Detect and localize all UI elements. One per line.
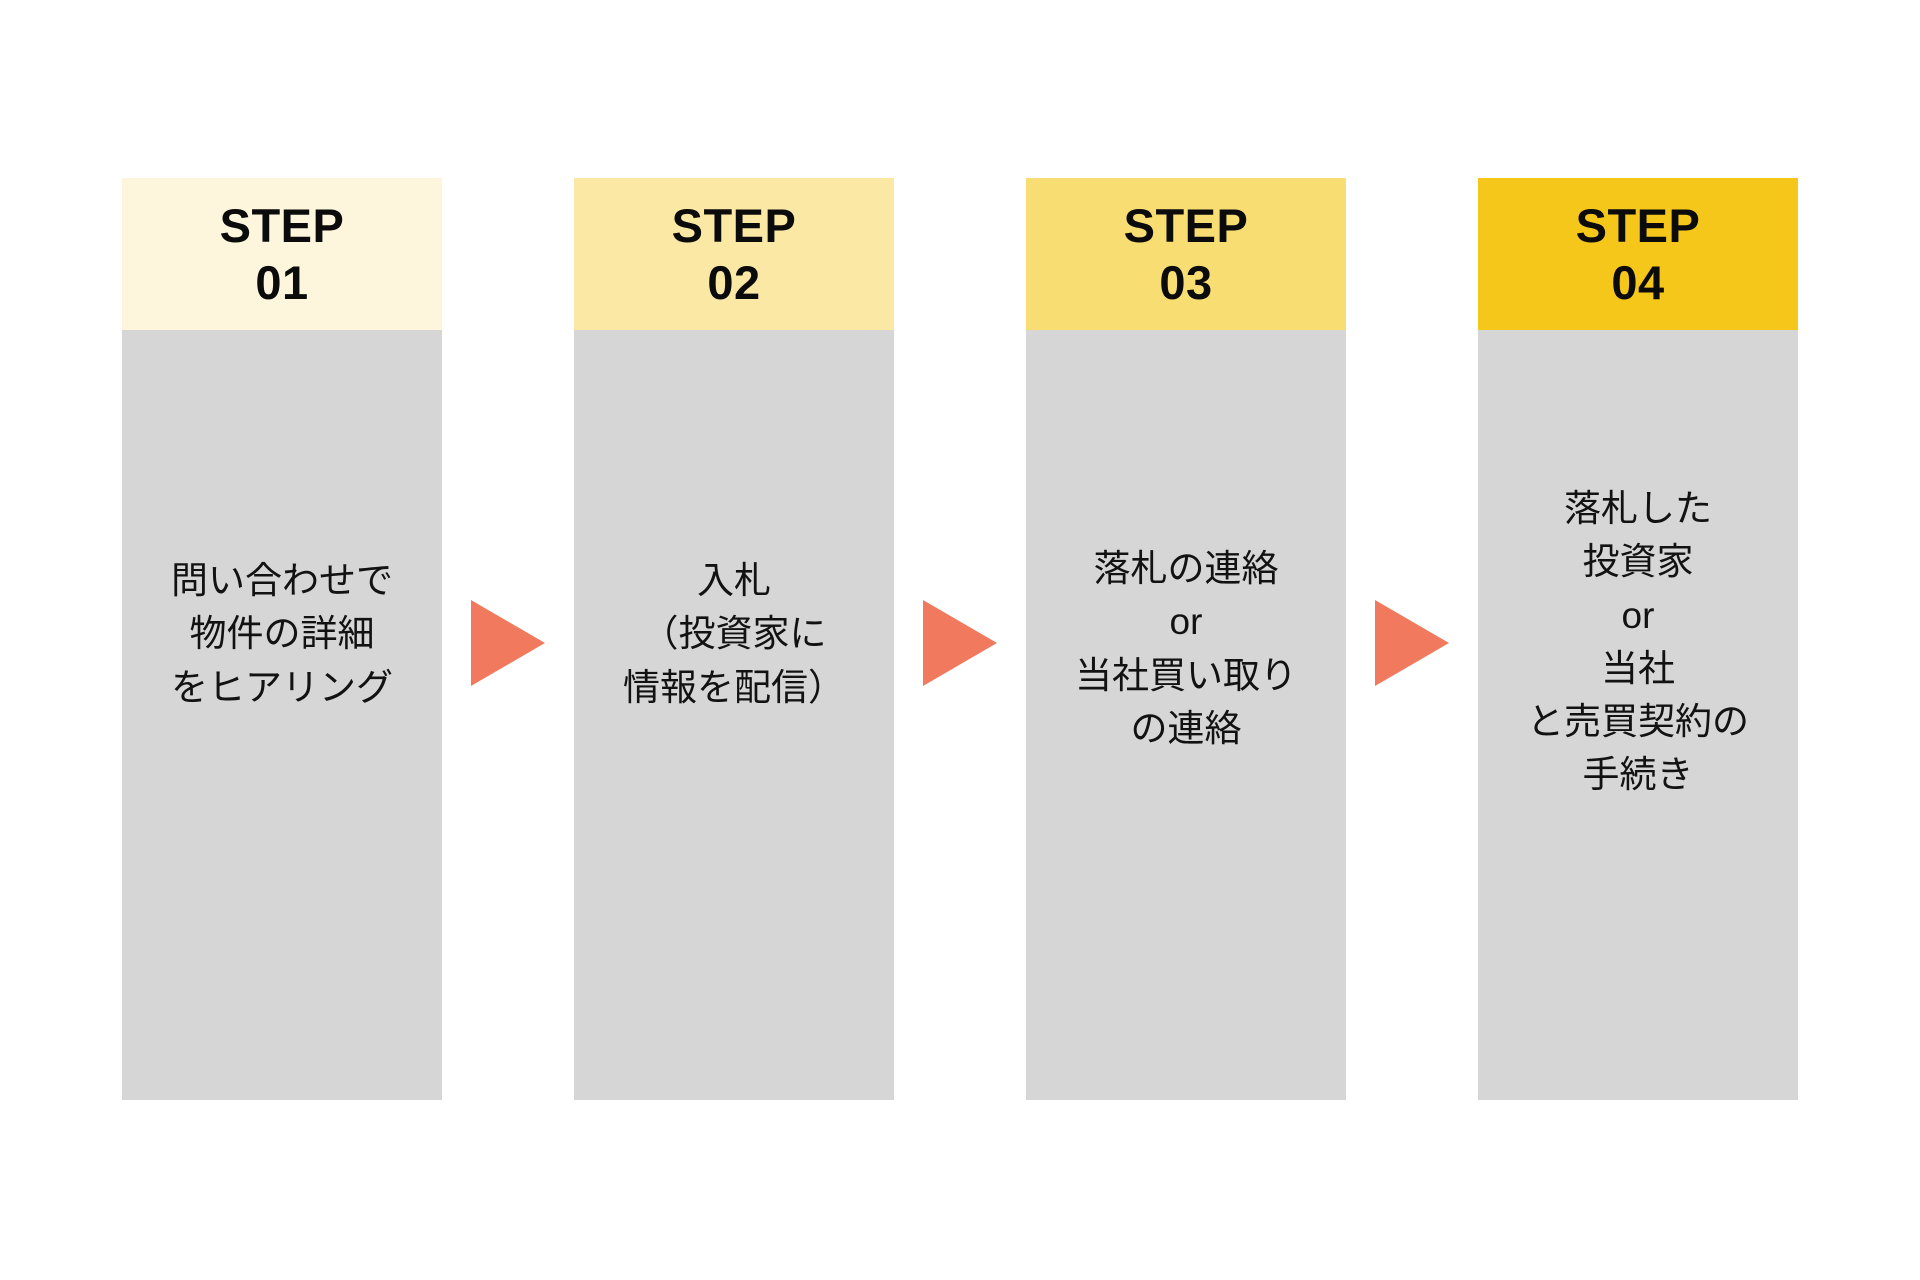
step-number-01: 01 xyxy=(255,256,309,309)
step-label-04: STEP xyxy=(1575,198,1701,252)
step-header-04: STEP 04 xyxy=(1478,178,1798,330)
process-flow: STEP 01 問い合わせで 物件の詳細 をヒアリング STEP 02 入札 （… xyxy=(122,178,1798,1100)
arrow-right-icon xyxy=(1375,600,1449,686)
step-number-03: 03 xyxy=(1159,256,1213,309)
connector-slot-3 xyxy=(1353,178,1471,1100)
arrow-right-icon xyxy=(471,600,545,686)
step-label-03: STEP xyxy=(1123,198,1249,252)
arrow-right-icon xyxy=(923,600,997,686)
step-body-01: 問い合わせで 物件の詳細 をヒアリング xyxy=(122,330,442,1100)
step-body-02: 入札 （投資家に 情報を配信） xyxy=(574,330,894,1100)
step-body-text-04: 落札した 投資家 or 当社 と売買契約の 手続き xyxy=(1527,488,1749,796)
step-number-02: 02 xyxy=(707,256,761,309)
step-card-01[interactable]: STEP 01 問い合わせで 物件の詳細 をヒアリング xyxy=(122,178,442,1100)
step-body-text-03: 落札の連絡 or 当社買い取り の連絡 xyxy=(1075,548,1297,749)
step-header-01: STEP 01 xyxy=(122,178,442,330)
step-body-text-01: 問い合わせで 物件の詳細 をヒアリング xyxy=(171,560,393,708)
step-label-02: STEP xyxy=(671,198,797,252)
step-card-03[interactable]: STEP 03 落札の連絡 or 当社買い取り の連絡 xyxy=(1026,178,1346,1100)
step-card-02[interactable]: STEP 02 入札 （投資家に 情報を配信） xyxy=(574,178,894,1100)
step-body-03: 落札の連絡 or 当社買い取り の連絡 xyxy=(1026,330,1346,1100)
step-body-04: 落札した 投資家 or 当社 と売買契約の 手続き xyxy=(1478,330,1798,1100)
connector-slot-2 xyxy=(901,178,1019,1100)
step-header-03: STEP 03 xyxy=(1026,178,1346,330)
connector-slot-1 xyxy=(449,178,567,1100)
step-number-04: 04 xyxy=(1611,256,1665,309)
step-card-04[interactable]: STEP 04 落札した 投資家 or 当社 と売買契約の 手続き xyxy=(1478,178,1798,1100)
step-body-text-02: 入札 （投資家に 情報を配信） xyxy=(623,560,845,708)
step-label-01: STEP xyxy=(219,198,345,252)
step-header-02: STEP 02 xyxy=(574,178,894,330)
